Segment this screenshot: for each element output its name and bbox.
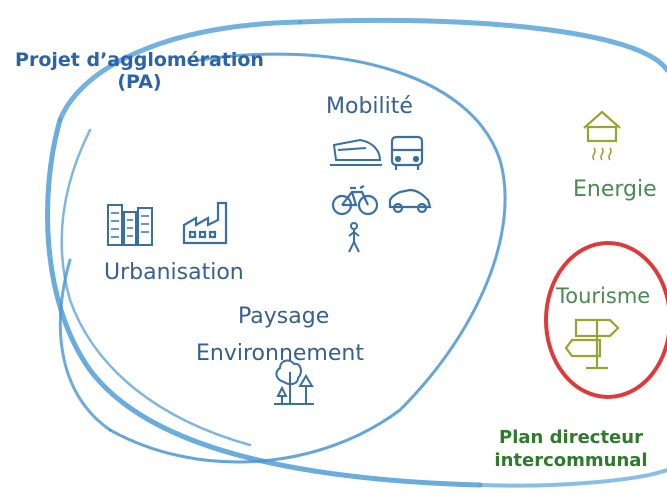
pa-outer-ring	[45, 17, 667, 488]
tourism-ring	[544, 241, 667, 399]
pa-inner-ring	[58, 52, 507, 464]
train-icon	[330, 138, 382, 166]
factory-icon	[182, 201, 228, 245]
pdi-title: Plan directeur intercommunal	[483, 426, 659, 473]
theme-urbanisation: Urbanisation	[104, 260, 244, 285]
bus-icon	[390, 135, 424, 170]
bicycle-icon	[331, 185, 379, 216]
house-energy-icon	[583, 110, 621, 161]
theme-paysage: Paysage	[238, 304, 330, 329]
pedestrian-icon	[348, 222, 360, 253]
buildings-icon	[107, 204, 153, 246]
theme-environnement: Environnement	[196, 341, 364, 366]
trees-icon	[274, 359, 314, 405]
signpost-icon	[564, 318, 620, 370]
pa-title-line2: (PA)	[117, 70, 162, 93]
theme-energie: Energie	[573, 177, 657, 202]
pa-title-line1: Projet d’agglomération	[15, 49, 264, 71]
pdi-title-line1: Plan directeur	[499, 427, 643, 448]
theme-tourisme: Tourisme	[556, 284, 651, 308]
pdi-title-line2: intercommunal	[494, 450, 648, 472]
car-icon	[388, 188, 432, 214]
pa-title: Projet d’agglomération (PA)	[12, 49, 267, 94]
theme-mobilite: Mobilité	[326, 94, 413, 119]
